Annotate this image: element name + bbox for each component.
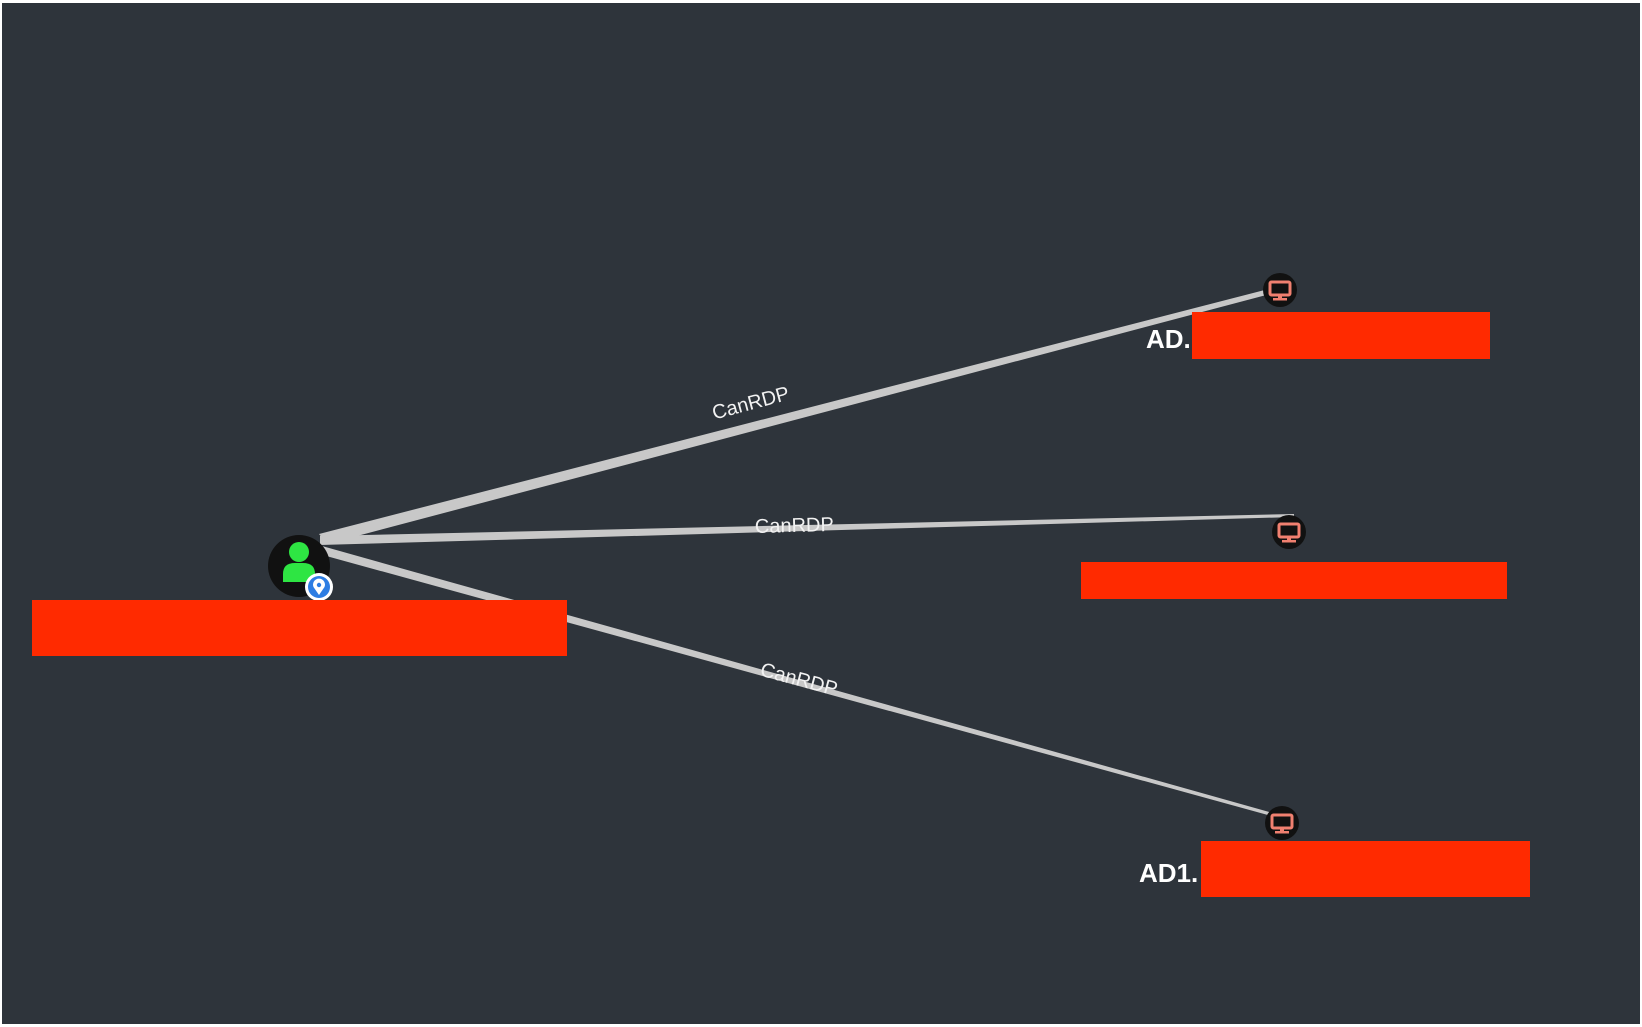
- computer-icon: [1268, 280, 1292, 301]
- user-node[interactable]: [268, 535, 333, 601]
- edge-canrdp-2[interactable]: CanRDP: [320, 514, 1294, 545]
- computer-node-2[interactable]: [1272, 515, 1306, 549]
- map-pin-icon: [305, 573, 333, 601]
- computer-node-1-label: AD.: [1146, 324, 1191, 354]
- node-ring: [1263, 273, 1297, 307]
- computer-icon: [1270, 813, 1294, 834]
- computer-node-3-label: AD1.: [1139, 858, 1198, 888]
- redacted-computer-2-label: [1081, 562, 1507, 599]
- redacted-computer-1-label: [1192, 312, 1490, 359]
- computer-node-3[interactable]: [1265, 806, 1299, 840]
- node-ring: [1265, 806, 1299, 840]
- edge-line[interactable]: [320, 514, 1294, 545]
- computer-node-1[interactable]: [1263, 273, 1297, 307]
- edge-line[interactable]: [319, 285, 1285, 544]
- redacted-source-label: [32, 600, 567, 656]
- computer-icon: [1277, 522, 1301, 543]
- node-ring: [1272, 515, 1306, 549]
- user-icon: [283, 542, 315, 582]
- graph-canvas[interactable]: CanRDP CanRDP CanRDP: [2, 3, 1640, 1024]
- edge-label: CanRDP: [758, 659, 840, 701]
- edge-canrdp-1[interactable]: CanRDP: [319, 285, 1285, 544]
- edge-label: CanRDP: [755, 514, 834, 538]
- redacted-computer-3-label: [1201, 841, 1530, 897]
